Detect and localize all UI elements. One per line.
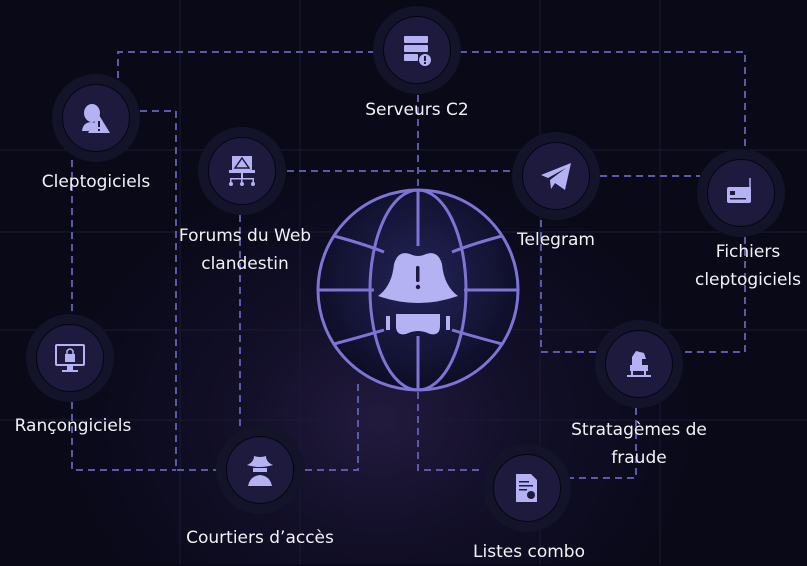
line-courtiers-globe bbox=[305, 380, 359, 471]
line-c2-fichiers bbox=[460, 51, 746, 152]
node-courtiers-acces[interactable] bbox=[216, 426, 304, 514]
label-line-1: Stratagèmes de bbox=[571, 420, 707, 440]
label-serveurs-c2: Serveurs C2 bbox=[365, 100, 469, 120]
line-rancon-down bbox=[71, 402, 176, 471]
label-cleptogiciels: Cleptogiciels bbox=[41, 172, 151, 192]
node-serveurs-c2[interactable] bbox=[373, 6, 461, 94]
label-forums-web-clandestin: Forums du Web clandestin bbox=[179, 222, 311, 278]
trojan-horse-icon bbox=[627, 351, 651, 377]
spy-icon bbox=[247, 456, 273, 486]
node-forums-web-clandestin[interactable] bbox=[198, 127, 286, 215]
label-stratagemes-fraude: Stratagèmes de fraude bbox=[571, 416, 707, 472]
label-rancongiciels: Rançongiciels bbox=[14, 416, 132, 436]
line-clepto-courtiers bbox=[140, 110, 216, 471]
label-listes-combo: Listes combo bbox=[473, 542, 585, 562]
label-fichiers-cleptogiciels: Fichiers cleptogiciels bbox=[695, 238, 801, 294]
node-listes-combo[interactable] bbox=[483, 444, 571, 532]
label-telegram: Telegram bbox=[517, 230, 595, 250]
label-line-1: Fichiers bbox=[715, 242, 781, 262]
line-fraude-combo bbox=[570, 408, 637, 479]
center-globe bbox=[314, 186, 522, 394]
network-warning-icon bbox=[229, 156, 255, 186]
node-cleptogiciels[interactable] bbox=[52, 74, 140, 162]
monitor-lock-icon bbox=[55, 344, 85, 372]
node-stratagemes-fraude[interactable] bbox=[595, 320, 683, 408]
node-fichiers-cleptogiciels[interactable] bbox=[697, 149, 785, 237]
telegram-icon bbox=[541, 163, 571, 190]
node-telegram[interactable] bbox=[512, 132, 600, 220]
document-bug-icon bbox=[516, 474, 537, 502]
label-line-2: clandestin bbox=[201, 254, 289, 274]
user-warning-icon bbox=[82, 104, 110, 133]
server-alert-icon bbox=[404, 36, 431, 66]
label-line-1: Forums du Web bbox=[178, 226, 312, 246]
line-clepto-c2 bbox=[117, 51, 375, 78]
line-globe-combo bbox=[417, 392, 484, 471]
label-line-2: cleptogiciels bbox=[694, 270, 802, 290]
label-courtiers-acces: Courtiers d’accès bbox=[186, 528, 334, 548]
globe-spy-icon bbox=[316, 188, 520, 392]
card-hook-icon bbox=[727, 178, 751, 203]
node-rancongiciels[interactable] bbox=[26, 314, 114, 402]
label-line-2: fraude bbox=[611, 448, 667, 468]
